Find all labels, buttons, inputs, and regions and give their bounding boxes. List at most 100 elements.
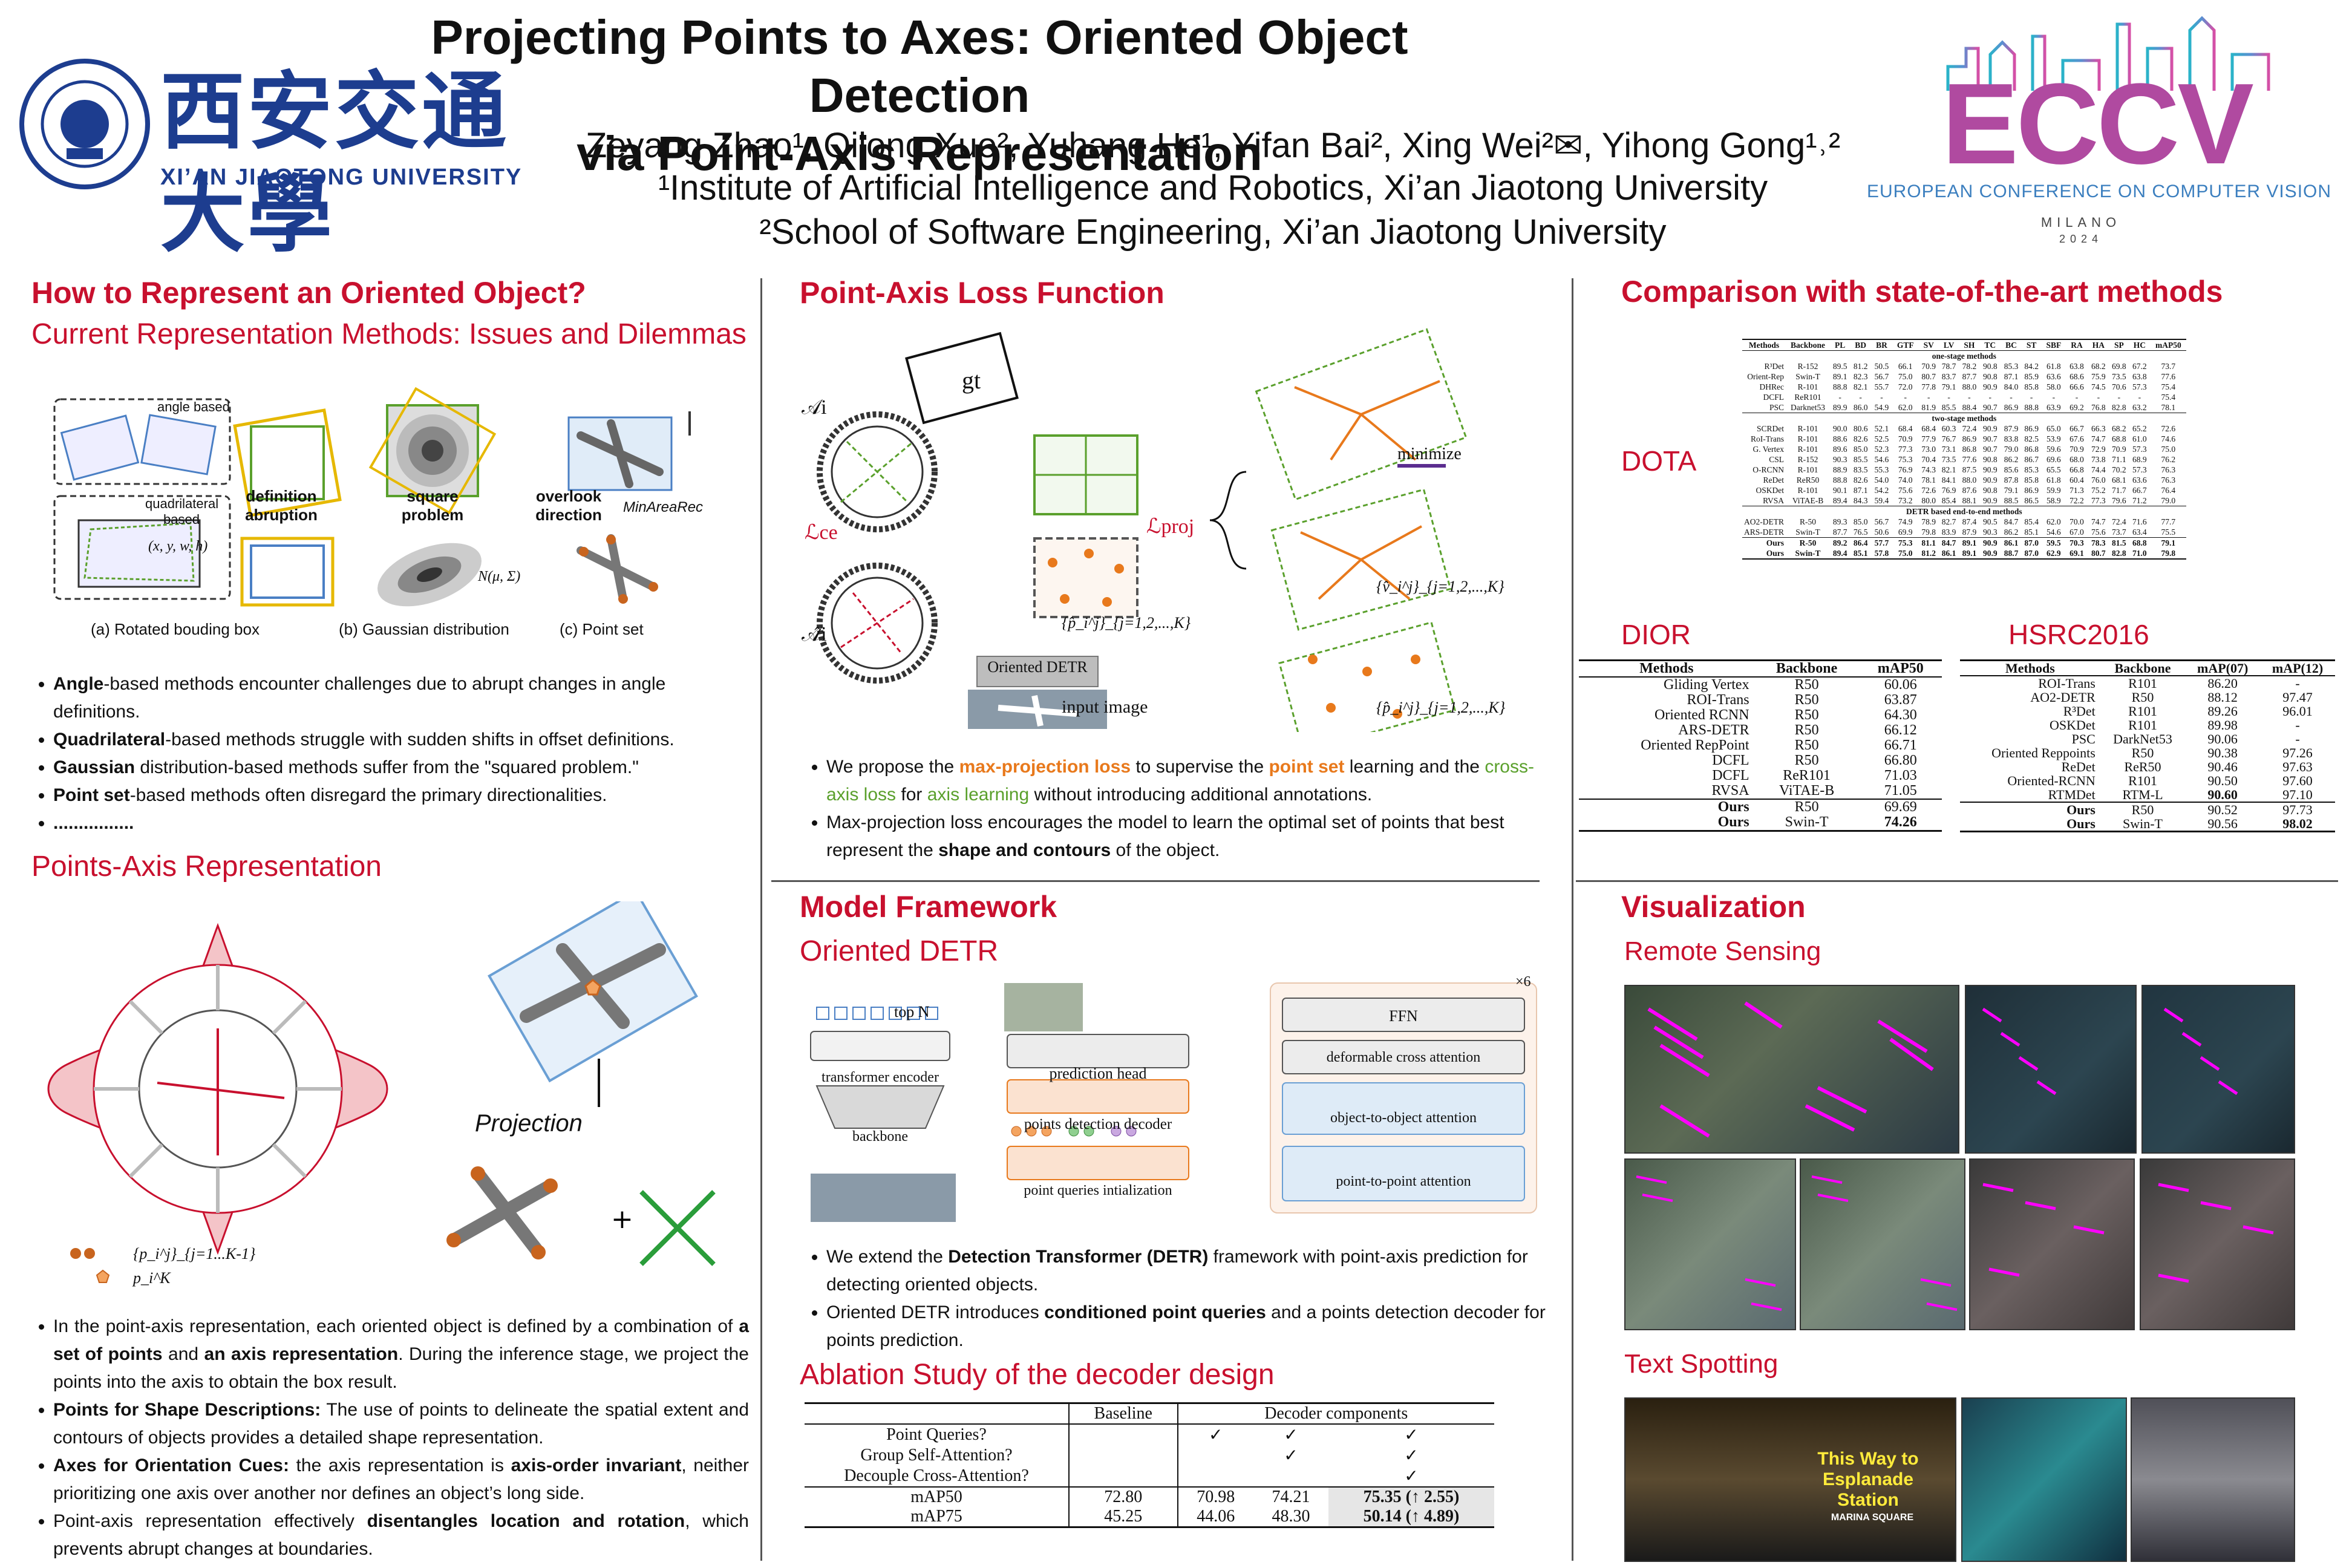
dota-cell: 54.9 (1874, 403, 1889, 412)
dota-cell: 75.2 (2091, 486, 2106, 495)
dior-cell: 66.71 (1884, 737, 1917, 753)
dota-cell: 56.7 (1874, 517, 1889, 526)
dota-cell: 76.4 (2161, 486, 2176, 495)
dior-cell: RVSA (1711, 783, 1749, 799)
hrsc-cell: R50 (2131, 802, 2154, 817)
hrsc-cell: 90.56 (2207, 816, 2238, 831)
column-divider-1 (760, 278, 762, 1561)
dota-cell: 75.3 (1898, 538, 1913, 547)
dota-cell: R-152 (1797, 455, 1818, 464)
hrsc-cell: R³Det (2063, 704, 2096, 719)
dota-cell: 54.6 (1874, 455, 1889, 464)
university-seal (18, 57, 151, 191)
dior-cell: ROI-Trans (1687, 692, 1749, 708)
dota-cell: 81.2 (1921, 549, 1936, 558)
dota-cell: 63.6 (2132, 475, 2147, 485)
dota-cell: 78.1 (2161, 403, 2176, 412)
representation-methods-figure (48, 387, 726, 647)
hrsc-cell: R101 (2128, 717, 2157, 733)
dota-cell: PSC (1769, 403, 1785, 412)
ablation-cell: ✓ (1404, 1446, 1419, 1465)
dota-cell: 85.6 (2004, 465, 2019, 474)
dota-cell: 87.7 (1832, 528, 1847, 537)
label-times6: ×6 (1515, 974, 1531, 990)
affiliation-2: ²School of Software Engineering, Xi’an J… (759, 212, 1667, 252)
dota-cell: 86.9 (2024, 424, 2039, 433)
dota-cell: 82.6 (1853, 434, 1868, 443)
framework-bullet-list: We extend the Detection Transformer (DET… (805, 1243, 1552, 1354)
dota-cell: 68.4 (1921, 424, 1936, 433)
dota-cell: 63.8 (2132, 372, 2147, 381)
hrsc-cell: Swin-T (2123, 816, 2163, 831)
dota-cell: 90.5 (1982, 517, 1998, 526)
label-definition-abruption: definition abruption (245, 487, 318, 524)
dota-cell: 90.3 (1832, 455, 1847, 464)
issues-bullet-list: Angle-based methods encounter challenges… (31, 670, 749, 837)
dior-header-cell: Backbone (1775, 661, 1838, 676)
dota-cell: 73.1 (1941, 445, 1956, 454)
dota-cell: - (1988, 393, 1992, 402)
dota-cell: 83.7 (1941, 372, 1956, 381)
hrsc-cell: R101 (2128, 773, 2157, 788)
hrsc-cell: 97.47 (2282, 690, 2313, 705)
university-name-cn: 西安交通大學 (160, 62, 509, 264)
title-line-1: Projecting Points to Axes: Oriented Obje… (431, 10, 1408, 122)
dota-cell: 71.3 (2069, 486, 2084, 495)
dota-group-label: two-stage methods (1742, 413, 2186, 423)
dota-cell: 90.9 (1982, 424, 1998, 433)
subsection-ablation: Ablation Study of the decoder design (800, 1359, 1275, 1391)
dota-cell: 59.6 (2047, 445, 2061, 454)
dota-cell: 89.1 (1962, 549, 1977, 558)
hrsc-cell: DarkNet53 (2113, 731, 2172, 746)
label-v-hat-2: {p̂_i^j}_{j=1,2,...,K} (1376, 699, 1506, 716)
dota-cell: 86.4 (1853, 538, 1868, 547)
dota-cell: 87.1 (1853, 486, 1868, 495)
dota-cell: 90.9 (1982, 496, 1998, 505)
dota-cell: 77.3 (2091, 496, 2106, 505)
hrsc-cell: - (2295, 717, 2300, 733)
dota-cell: 90.9 (1982, 465, 1998, 474)
dota-cell: 85.5 (1941, 403, 1956, 412)
dota-cell: 90.9 (1982, 382, 1998, 391)
dota-cell: 66.7 (2069, 424, 2084, 433)
dota-cell: 86.2 (2004, 528, 2019, 537)
dota-cell: 86.7 (2024, 455, 2039, 464)
dota-cell: 82.7 (1941, 517, 1956, 526)
dota-cell: 87.6 (1962, 486, 1977, 495)
dota-cell: 90.9 (1982, 475, 1998, 485)
hrsc-cell: 90.38 (2207, 745, 2238, 760)
label-pk-legend: p_i^K (133, 1269, 171, 1287)
dota-cell: 82.1 (1941, 465, 1956, 474)
dota-cell: 61.8 (2047, 362, 2061, 371)
label-top-n: top N (894, 1003, 930, 1021)
hrsc-cell: R50 (2131, 690, 2154, 705)
dota-cell: 79.1 (2161, 538, 2176, 547)
dota-cell: 84.1 (1941, 475, 1956, 485)
dota-cell: RoI-Trans (1751, 434, 1785, 443)
hrsc-cell: Oriented Reppoints (1991, 745, 2096, 760)
dota-cell: 85.8 (2024, 475, 2039, 485)
dota-cell: 88.5 (2004, 496, 2019, 505)
dota-cell: 80.7 (2091, 549, 2106, 558)
dota-header-cell: HA (2092, 341, 2105, 350)
label-transformer-encoder: transformer encoder (822, 1070, 939, 1085)
hrsc-header-cell: mAP(12) (2272, 661, 2324, 676)
dota-cell: 85.8 (2024, 382, 2039, 391)
label-ffn: FFN (1389, 1007, 1418, 1025)
hrsc-cell: 96.01 (2282, 704, 2313, 719)
ablation-cell: 45.25 (1068, 1507, 1178, 1527)
label-minimize: minimize (1397, 445, 1462, 463)
dior-cell: 64.30 (1884, 707, 1917, 723)
hrsc-cell: 89.98 (2207, 717, 2238, 733)
dota-cell: - (2010, 393, 2013, 402)
dota-header-cell: PL (1835, 341, 1846, 350)
dota-cell: 73.0 (1921, 445, 1936, 454)
dota-cell: 79.8 (1921, 528, 1936, 537)
dota-cell: 68.8 (2132, 538, 2147, 547)
ablation-cell: 50.14 (↑ 4.89) (1328, 1507, 1494, 1527)
